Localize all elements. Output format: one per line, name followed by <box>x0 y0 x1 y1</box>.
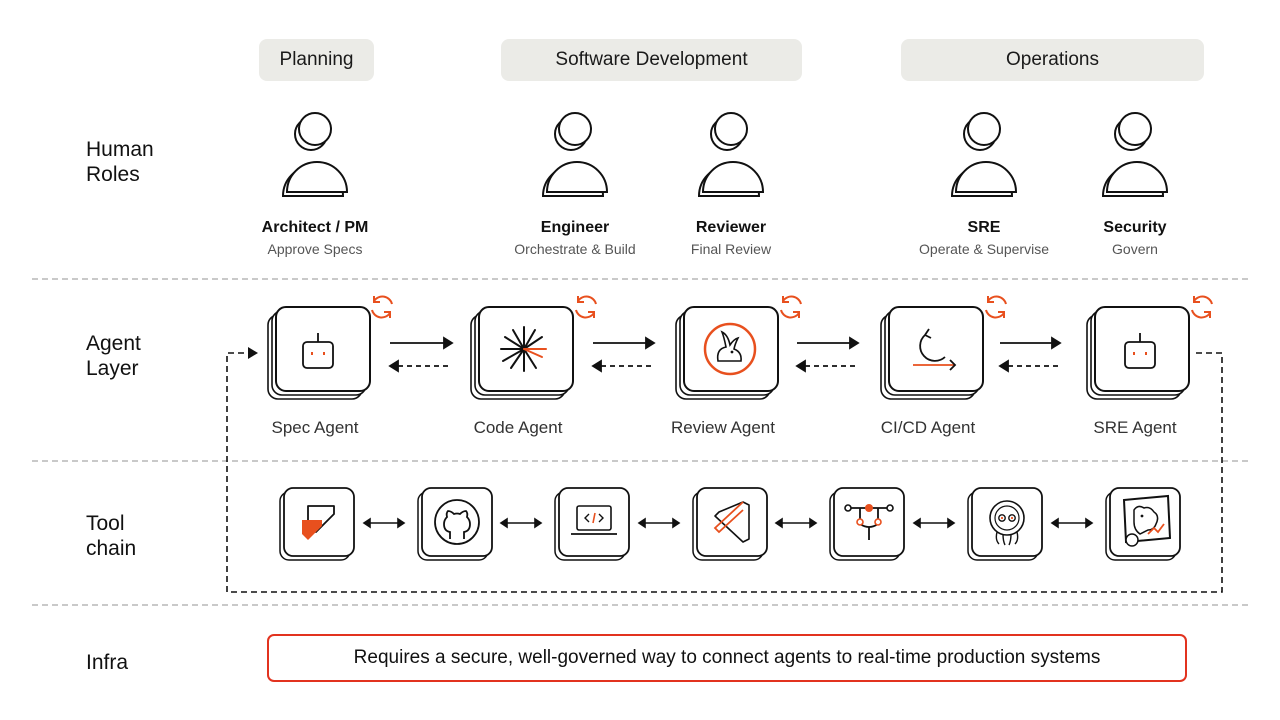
agent-cicd[interactable] <box>879 305 989 415</box>
role-architect-pm: Architect / PM Approve Specs <box>225 110 405 257</box>
agent-sre[interactable] <box>1085 305 1195 415</box>
role-subtitle: Govern <box>1112 241 1158 257</box>
tool-jira[interactable] <box>278 484 358 564</box>
refresh-icon[interactable] <box>775 291 807 323</box>
refresh-icon[interactable] <box>1186 291 1218 323</box>
role-subtitle: Operate & Supervise <box>919 241 1049 257</box>
row-divider <box>32 460 1248 462</box>
refresh-icon[interactable] <box>366 291 398 323</box>
jira-icon <box>279 487 355 561</box>
agent-code[interactable] <box>469 305 579 415</box>
role-engineer: Engineer Orchestrate & Build <box>485 110 665 257</box>
row-divider <box>32 278 1248 280</box>
person-icon <box>1101 112 1169 197</box>
loop-arrow-icon <box>913 328 957 371</box>
tool-vscode[interactable] <box>691 484 771 564</box>
infra-requirement-box: Requires a secure, well-governed way to … <box>267 634 1187 682</box>
tool-datadog[interactable] <box>1104 484 1184 564</box>
stacked-card <box>1086 306 1190 400</box>
agent-name: Spec Agent <box>271 418 359 437</box>
infra-requirement-text: Requires a secure, well-governed way to … <box>353 647 1101 668</box>
agent-name: SRE Agent <box>1093 418 1177 437</box>
stacked-card <box>267 306 371 400</box>
agent-spec[interactable] <box>266 305 376 415</box>
role-sre: SRE Operate & Supervise <box>894 110 1074 257</box>
code-laptop-icon <box>554 487 630 561</box>
phase-operations: Operations <box>901 39 1204 81</box>
role-title: Architect / PM <box>261 219 369 236</box>
role-subtitle: Approve Specs <box>267 241 363 257</box>
role-title: Engineer <box>540 219 610 236</box>
robot-icon <box>1124 333 1156 369</box>
row-label-agent-layer: Agent Layer <box>86 332 141 380</box>
row-label-tool-chain: Tool chain <box>86 512 137 560</box>
agent-name: Review Agent <box>671 418 775 437</box>
tool-pipeline[interactable] <box>828 484 908 564</box>
agent-review[interactable] <box>674 305 784 415</box>
tool-argo[interactable] <box>966 484 1046 564</box>
phase-software-development: Software Development <box>501 39 802 81</box>
argo-octopus-icon <box>967 487 1043 561</box>
agent-name: CI/CD Agent <box>880 418 976 437</box>
stacked-card <box>880 306 984 400</box>
stacked-card <box>470 306 574 400</box>
role-security: Security Govern <box>1045 110 1225 257</box>
person-icon <box>281 112 349 197</box>
tool-github[interactable] <box>416 484 496 564</box>
vscode-icon <box>692 487 768 561</box>
rabbit-icon <box>703 322 757 376</box>
role-subtitle: Orchestrate & Build <box>514 241 636 257</box>
role-subtitle: Final Review <box>690 241 772 257</box>
agent-name: Code Agent <box>473 418 563 437</box>
stacked-card <box>675 306 779 400</box>
starburst-icon <box>500 326 547 372</box>
role-title: Reviewer <box>695 219 767 236</box>
person-icon <box>697 112 765 197</box>
pipeline-icon <box>829 487 905 561</box>
robot-icon <box>302 333 334 369</box>
row-label-human-roles: Human Roles <box>86 138 154 186</box>
role-title: Security <box>1103 219 1167 236</box>
phase-planning: Planning <box>259 39 374 81</box>
role-title: SRE <box>967 219 1001 236</box>
person-icon <box>541 112 609 197</box>
github-icon <box>417 487 493 561</box>
role-reviewer: Reviewer Final Review <box>641 110 821 257</box>
datadog-icon <box>1105 487 1181 561</box>
row-divider <box>32 604 1248 606</box>
person-icon <box>950 112 1018 197</box>
refresh-icon[interactable] <box>980 291 1012 323</box>
refresh-icon[interactable] <box>570 291 602 323</box>
tool-code-editor[interactable] <box>553 484 633 564</box>
row-label-infra: Infra <box>86 651 129 674</box>
